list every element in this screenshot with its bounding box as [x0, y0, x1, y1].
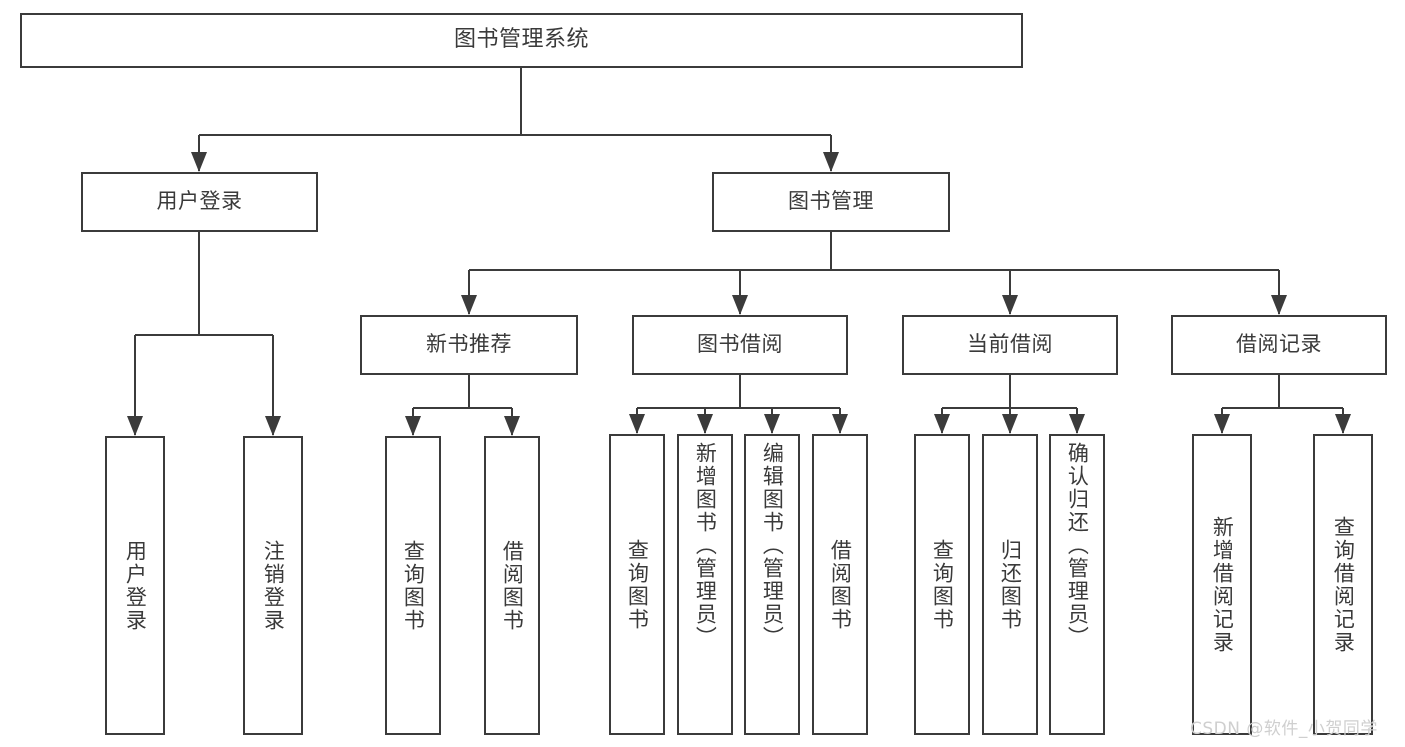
- node-label: 借阅图书: [828, 538, 853, 631]
- node-label: 用户登录: [123, 539, 148, 632]
- node-label: 用户登录: [156, 189, 243, 214]
- node-label: 查询图书: [930, 538, 955, 631]
- node-label: 编辑图书（管理员）: [760, 442, 785, 649]
- node-confirm-return-admin[interactable]: 确认归还（管理员）: [1049, 434, 1105, 735]
- node-label: 新增图书（管理员）: [693, 442, 718, 649]
- node-current-borrow[interactable]: 当前借阅: [902, 315, 1118, 375]
- node-label: 新书推荐: [426, 332, 512, 357]
- node-query-borrow-record[interactable]: 查询借阅记录: [1313, 434, 1373, 735]
- node-query-book-current[interactable]: 查询图书: [914, 434, 970, 735]
- node-label: 图书管理: [788, 189, 874, 214]
- node-label: 新增借阅记录: [1210, 515, 1235, 654]
- node-new-book-recommend[interactable]: 新书推荐: [360, 315, 578, 375]
- node-borrow-book-operation[interactable]: 借阅图书: [812, 434, 868, 735]
- node-label: 图书管理系统: [453, 27, 589, 53]
- node-root-system[interactable]: 图书管理系统: [20, 13, 1023, 68]
- node-query-book-recommend[interactable]: 查询图书: [385, 436, 441, 735]
- node-borrow-book-recommend[interactable]: 借阅图书: [484, 436, 540, 735]
- node-label: 确认归还（管理员）: [1065, 442, 1090, 649]
- node-logout-leaf[interactable]: 注销登录: [243, 436, 303, 735]
- node-user-login[interactable]: 用户登录: [81, 172, 318, 232]
- node-add-borrow-record[interactable]: 新增借阅记录: [1192, 434, 1252, 735]
- node-edit-book-admin[interactable]: 编辑图书（管理员）: [744, 434, 800, 735]
- node-label: 借阅图书: [500, 539, 525, 632]
- node-label: 查询图书: [625, 538, 650, 631]
- node-label: 图书借阅: [697, 332, 783, 357]
- node-label: 当前借阅: [967, 332, 1053, 357]
- node-return-book[interactable]: 归还图书: [982, 434, 1038, 735]
- node-label: 借阅记录: [1236, 332, 1322, 357]
- node-query-book-borrow[interactable]: 查询图书: [609, 434, 665, 735]
- node-label: 查询借阅记录: [1331, 515, 1356, 654]
- node-user-login-leaf[interactable]: 用户登录: [105, 436, 165, 735]
- node-label: 查询图书: [401, 539, 426, 632]
- csdn-watermark: CSDN @软件_小贺同学: [1190, 719, 1378, 739]
- node-label: 归还图书: [998, 538, 1023, 631]
- node-label: 注销登录: [261, 539, 286, 632]
- node-borrow-record[interactable]: 借阅记录: [1171, 315, 1387, 375]
- node-book-borrow[interactable]: 图书借阅: [632, 315, 848, 375]
- node-book-manage[interactable]: 图书管理: [712, 172, 950, 232]
- node-add-book-admin[interactable]: 新增图书（管理员）: [677, 434, 733, 735]
